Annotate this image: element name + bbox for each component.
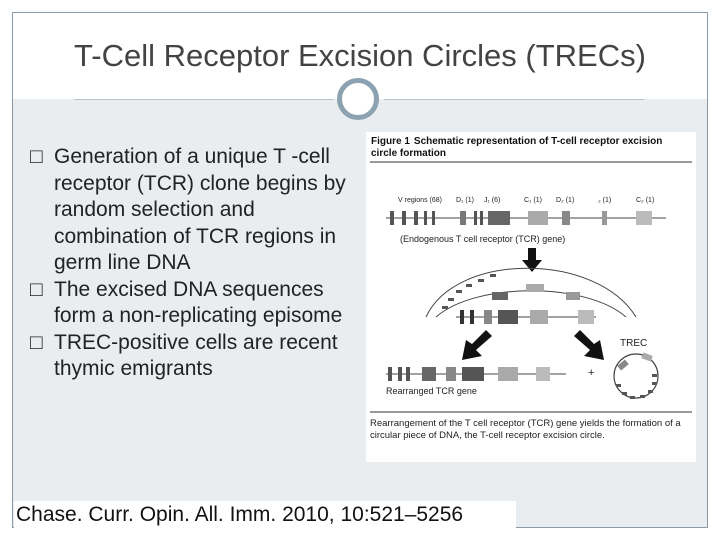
bullet-box-icon: □ xyxy=(30,145,43,168)
title-divider-right xyxy=(384,99,644,100)
bullet-item: □ TREC-positive cells are recent thymic … xyxy=(30,330,360,383)
endogenous-label: (Endogenous T cell receptor (TCR) gene) xyxy=(400,234,565,244)
figure-title-text: Schematic representation of T-cell recep… xyxy=(371,136,663,159)
slide-title: T-Cell Receptor Excision Circles (TRECs) xyxy=(74,38,646,73)
trec-label: TREC xyxy=(620,338,647,349)
trec-diagram: V regions (68) D₁ (1) J₁ (6) C₁ (1) D₂ (… xyxy=(370,161,692,413)
label-j1: J₁ (6) xyxy=(484,197,500,204)
arrow-down-left-icon xyxy=(462,330,492,360)
label-d2: D₂ (1) xyxy=(556,197,574,204)
endogenous-gene xyxy=(386,211,666,225)
label-c2: C₂ (1) xyxy=(636,197,654,204)
label-v-regions: V regions (68) xyxy=(398,197,442,204)
bullet-box-icon: □ xyxy=(30,277,43,301)
bullet-list: □ Generation of a unique T -cell recepto… xyxy=(30,144,360,383)
label-c1: C₁ (1) xyxy=(524,197,542,204)
label-d1: D₁ (1) xyxy=(456,197,474,204)
bullet-text: The excised DNA sequences form a non-rep… xyxy=(54,277,343,328)
bullet-text: Generation of a unique T -cell receptor … xyxy=(54,145,346,274)
title-divider-left xyxy=(74,99,334,100)
citation: Chase. Curr. Opin. All. Imm. 2010, 10:52… xyxy=(14,501,516,529)
figure-number: Figure 1 xyxy=(371,136,410,147)
figure-caption: Rearrangement of the T cell receptor (TC… xyxy=(370,418,681,441)
trec-circle: TREC xyxy=(613,338,659,399)
rearranged-label: Rearranged TCR gene xyxy=(386,386,477,396)
circle-ornament-icon xyxy=(337,78,379,120)
arrow-down-right-icon xyxy=(574,330,604,360)
bullet-item: □ Generation of a unique T -cell recepto… xyxy=(30,144,360,277)
down-arrow-icon xyxy=(522,248,542,272)
middle-gene xyxy=(456,310,596,324)
bullet-box-icon: □ xyxy=(30,330,43,354)
rearranged-gene xyxy=(386,367,566,381)
plus-sign: + xyxy=(588,367,594,379)
loop-segments xyxy=(442,274,580,309)
bullet-text: TREC-positive cells are recent thymic em… xyxy=(54,330,338,381)
label-j2: ₂ (1) xyxy=(598,197,611,204)
bullet-item: □ The excised DNA sequences form a non-r… xyxy=(30,277,360,330)
